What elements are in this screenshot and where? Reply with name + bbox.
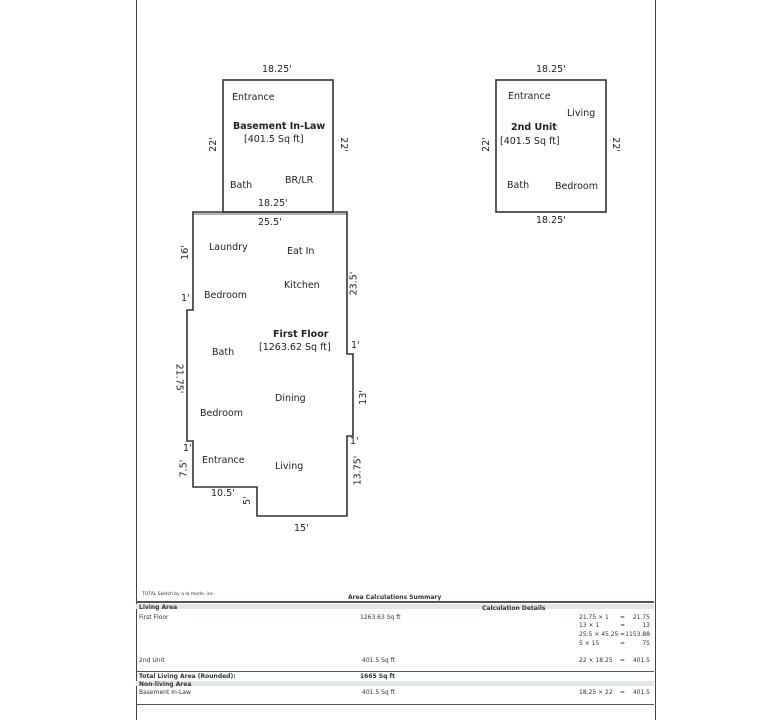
- unit2-row-name: 2nd Unit: [139, 657, 165, 664]
- first-floor-room-bedroom2: Bedroom: [200, 408, 243, 419]
- calc-eq-3: =: [620, 631, 626, 638]
- summary-title: Area Calculations Summary: [348, 594, 442, 601]
- summary-divider: [136, 601, 654, 603]
- unit2-row-eq: =: [620, 657, 626, 664]
- first-floor-right-step2-dimension: 1': [350, 436, 359, 447]
- first-floor-left-upper-dimension: 16': [179, 245, 191, 260]
- first-floor-title: First Floor: [273, 329, 329, 340]
- basement-row-val: 401.5: [632, 689, 650, 696]
- calc-eq-4: =: [620, 640, 626, 647]
- basement-area: [401.5 Sq ft]: [244, 134, 304, 145]
- unit2-row-expr: 22 × 18.25: [579, 657, 613, 664]
- first-floor-room-entrance: Entrance: [202, 455, 245, 466]
- calc-val-3: 1153.88: [625, 631, 650, 638]
- calc-val-1: 21.75: [632, 614, 650, 621]
- basement-room-entrance: Entrance: [232, 92, 275, 103]
- basement-title: Basement In-Law: [233, 121, 326, 132]
- basement-top-dimension: 18.25': [262, 64, 292, 75]
- first-floor-bottom-notch-dimension: 5': [241, 496, 253, 505]
- sketch-credit: TOTAL Sketch by a la mode, inc.: [142, 592, 215, 597]
- unit2-room-bedroom: Bedroom: [555, 181, 598, 192]
- unit2-row-area: 401.5 Sq ft: [362, 657, 395, 664]
- first-floor-room-living: Living: [275, 461, 304, 472]
- basement-room-bath: Bath: [230, 180, 253, 191]
- unit2-room-entrance: Entrance: [508, 91, 551, 102]
- unit2-top-dimension: 18.25': [536, 64, 566, 75]
- calc-val-4: 75: [642, 640, 650, 647]
- unit2-left-dimension: 22': [480, 137, 492, 152]
- calc-val-2: 13: [642, 622, 650, 629]
- first-floor-left-step2-dimension: 1': [183, 443, 192, 454]
- first-floor-left-lower-dimension: 7.5': [178, 459, 190, 478]
- calc-eq-2: =: [620, 622, 626, 629]
- first-floor-room-laundry: Laundry: [209, 242, 248, 253]
- basement-bottom-dimension: 18.25': [258, 198, 288, 209]
- non-living-area-header: Non-living Area: [139, 681, 192, 688]
- first-floor-bottom-left-dimension: 10.5': [211, 488, 235, 499]
- basement-left-dimension: 22': [207, 137, 219, 152]
- total-divider: [136, 671, 654, 672]
- unit2-room-living: Living: [567, 108, 596, 119]
- calc-expr-3: 25.5 × 45.25: [579, 631, 619, 638]
- first-floor-room-bath: Bath: [212, 347, 235, 358]
- total-living-area-label: Total Living Area (Rounded):: [139, 673, 236, 680]
- first-floor-room-bedroom1: Bedroom: [204, 290, 247, 301]
- first-floor-left-step1-dimension: 1': [181, 293, 190, 304]
- calc-expr-1: 21.75 × 1: [579, 614, 609, 621]
- non-living-header-bar: [136, 681, 654, 686]
- unit2-row-val: 401.5: [632, 657, 650, 664]
- unit2-title: 2nd Unit: [511, 122, 557, 133]
- first-floor-bottom-dimension: 15': [294, 523, 309, 534]
- calc-eq-1: =: [620, 614, 626, 621]
- first-floor-right-lower-dimension: 13.75': [352, 455, 364, 486]
- unit2-room-bath: Bath: [507, 180, 530, 191]
- summary-bottom-rule: [136, 704, 654, 705]
- first-floor-room-kitchen: Kitchen: [284, 280, 320, 291]
- first-floor-row-area: 1263.63 Sq ft: [360, 614, 401, 621]
- first-floor-room-eat-in: Eat In: [287, 246, 315, 257]
- first-floor-outline: [186, 211, 354, 517]
- first-floor-right-upper-dimension: 23.5': [348, 271, 360, 296]
- first-floor-right-mid-dimension: 13': [357, 390, 369, 405]
- living-area-header-bar: [136, 604, 654, 609]
- basement-row-eq: =: [620, 689, 626, 696]
- unit2-right-dimension: 22': [609, 137, 621, 152]
- basement-row-expr: 18.25 × 22: [579, 689, 613, 696]
- unit2-area: [401.5 Sq ft]: [500, 136, 560, 147]
- calc-expr-2: 13 × 1: [579, 622, 600, 629]
- basement-row-area: 401.5 Sq ft: [362, 689, 395, 696]
- first-floor-left-mid-dimension: 21.75': [173, 363, 185, 394]
- first-floor-area: [1263.62 Sq ft]: [259, 342, 331, 353]
- basement-right-dimension: 22': [337, 137, 349, 152]
- first-floor-row-name: First Floor: [139, 614, 169, 621]
- total-living-area-value: 1665 Sq ft: [360, 673, 395, 680]
- first-floor-room-dining: Dining: [275, 393, 306, 404]
- first-floor-top-dimension: 25.5': [258, 217, 282, 228]
- living-area-header: Living Area: [139, 604, 178, 611]
- basement-room-brlr: BR/LR: [285, 175, 314, 186]
- first-floor-right-step1-dimension: 1': [351, 340, 360, 351]
- unit2-outline: [495, 79, 607, 213]
- basement-row-name: Basement In-Law: [139, 689, 191, 696]
- calc-expr-4: 5 × 15: [579, 640, 600, 647]
- area-calculations-summary: TOTAL Sketch by a la mode, inc. Area Cal…: [136, 592, 654, 720]
- calculation-details-header: Calculation Details: [482, 605, 546, 612]
- unit2-bottom-dimension: 18.25': [536, 215, 566, 226]
